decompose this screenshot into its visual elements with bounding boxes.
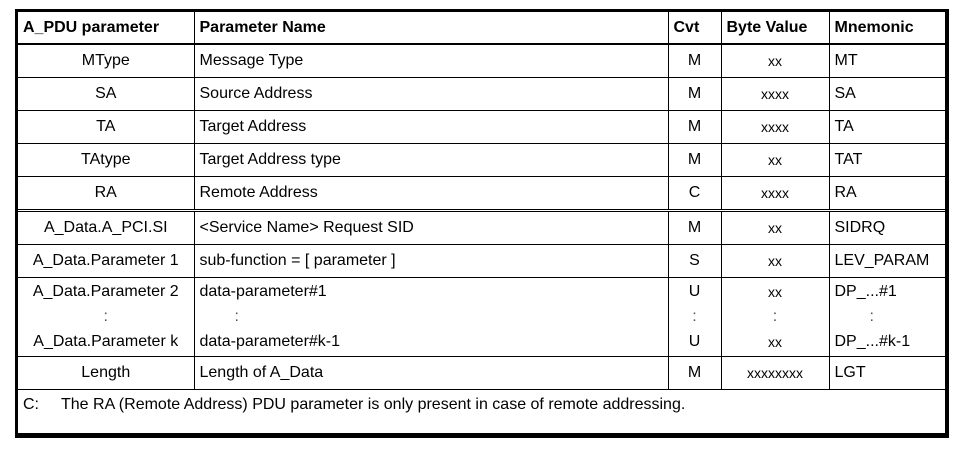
cell-param: SA <box>18 77 195 111</box>
cell-mnemonic: DP_...#1 <box>828 277 945 306</box>
table-row: A_Data.A_PCI.SI <Service Name> Request S… <box>18 209 945 245</box>
cell-param: A_Data.Parameter k <box>18 328 195 357</box>
cell-param: MType <box>18 43 195 78</box>
cell-byte: xx <box>720 143 830 177</box>
header-byte-value: Byte Value <box>720 12 830 45</box>
cell-mnemonic: TA <box>828 110 945 144</box>
cell-mnemonic: LGT <box>828 356 945 390</box>
cell-byte: xx <box>720 43 830 78</box>
header-cvt: Cvt <box>667 12 722 45</box>
cell-param: : <box>18 306 195 328</box>
cell-mnemonic: TAT <box>828 143 945 177</box>
table-row: MType Message Type M xx MT <box>18 43 945 78</box>
note-label: C: <box>23 396 39 413</box>
cell-param: A_Data.Parameter 2 <box>18 277 195 306</box>
cell-cvt: U <box>667 277 722 306</box>
cell-byte: xx <box>720 328 830 357</box>
cell-cvt: M <box>667 77 722 111</box>
cell-cvt: M <box>667 110 722 144</box>
cell-byte: xx <box>720 277 830 306</box>
table-row-ellipsis: : : : : : <box>18 306 945 328</box>
table-row: A_Data.Parameter 2 data-parameter#1 U xx… <box>18 277 945 306</box>
cell-cvt: U <box>667 328 722 357</box>
cell-name: Length of A_Data <box>193 356 669 390</box>
cell-cvt: M <box>667 356 722 390</box>
cell-param: TA <box>18 110 195 144</box>
cell-byte: xxxx <box>720 110 830 144</box>
pdu-parameter-table: A_PDU parameter Parameter Name Cvt Byte … <box>18 12 945 420</box>
pdu-parameter-table-frame: A_PDU parameter Parameter Name Cvt Byte … <box>15 9 949 438</box>
cell-mnemonic: DP_...#k-1 <box>828 328 945 357</box>
table-note: C: The RA (Remote Address) PDU parameter … <box>18 389 945 420</box>
cell-name: Target Address <box>193 110 669 144</box>
table-row: A_Data.Parameter k data-parameter#k-1 U … <box>18 328 945 357</box>
cell-param: A_Data.Parameter 1 <box>18 244 195 278</box>
cell-param: Length <box>18 356 195 390</box>
cell-cvt: C <box>667 176 722 211</box>
cell-byte: xx <box>720 209 830 245</box>
cell-mnemonic: SA <box>828 77 945 111</box>
table-header-row: A_PDU parameter Parameter Name Cvt Byte … <box>18 12 945 45</box>
cell-name: : <box>193 306 669 328</box>
cell-mnemonic: : <box>828 306 945 328</box>
table-row: SA Source Address M xxxx SA <box>18 77 945 111</box>
cell-byte: xx <box>720 244 830 278</box>
cell-cvt: M <box>667 209 722 245</box>
note-text: The RA (Remote Address) PDU parameter is… <box>61 396 686 413</box>
table-row: TAtype Target Address type M xx TAT <box>18 143 945 177</box>
cell-mnemonic: LEV_PARAM <box>828 244 945 278</box>
header-mnemonic: Mnemonic <box>828 12 945 45</box>
cell-mnemonic: RA <box>828 176 945 211</box>
cell-byte: xxxxxxxx <box>720 356 830 390</box>
table-note-row: C: The RA (Remote Address) PDU parameter … <box>18 389 945 420</box>
cell-cvt: S <box>667 244 722 278</box>
cell-param: RA <box>18 176 195 211</box>
cell-name: <Service Name> Request SID <box>193 209 669 245</box>
header-a-pdu-parameter: A_PDU parameter <box>18 12 195 45</box>
table-row: Length Length of A_Data M xxxxxxxx LGT <box>18 356 945 390</box>
table-row: A_Data.Parameter 1 sub-function = [ para… <box>18 244 945 278</box>
cell-name: data-parameter#1 <box>193 277 669 306</box>
cell-name: Message Type <box>193 43 669 78</box>
header-parameter-name: Parameter Name <box>193 12 669 45</box>
cell-name: data-parameter#k-1 <box>193 328 669 357</box>
cell-cvt: M <box>667 43 722 78</box>
cell-byte: xxxx <box>720 77 830 111</box>
cell-byte: : <box>720 306 830 328</box>
table-row: TA Target Address M xxxx TA <box>18 110 945 144</box>
cell-mnemonic: MT <box>828 43 945 78</box>
cell-name: sub-function = [ parameter ] <box>193 244 669 278</box>
cell-mnemonic: SIDRQ <box>828 209 945 245</box>
table-row: RA Remote Address C xxxx RA <box>18 176 945 211</box>
cell-param: A_Data.A_PCI.SI <box>18 209 195 245</box>
cell-name: Remote Address <box>193 176 669 211</box>
cell-name: Source Address <box>193 77 669 111</box>
cell-param: TAtype <box>18 143 195 177</box>
cell-byte: xxxx <box>720 176 830 211</box>
cell-cvt: : <box>667 306 722 328</box>
cell-cvt: M <box>667 143 722 177</box>
cell-name: Target Address type <box>193 143 669 177</box>
